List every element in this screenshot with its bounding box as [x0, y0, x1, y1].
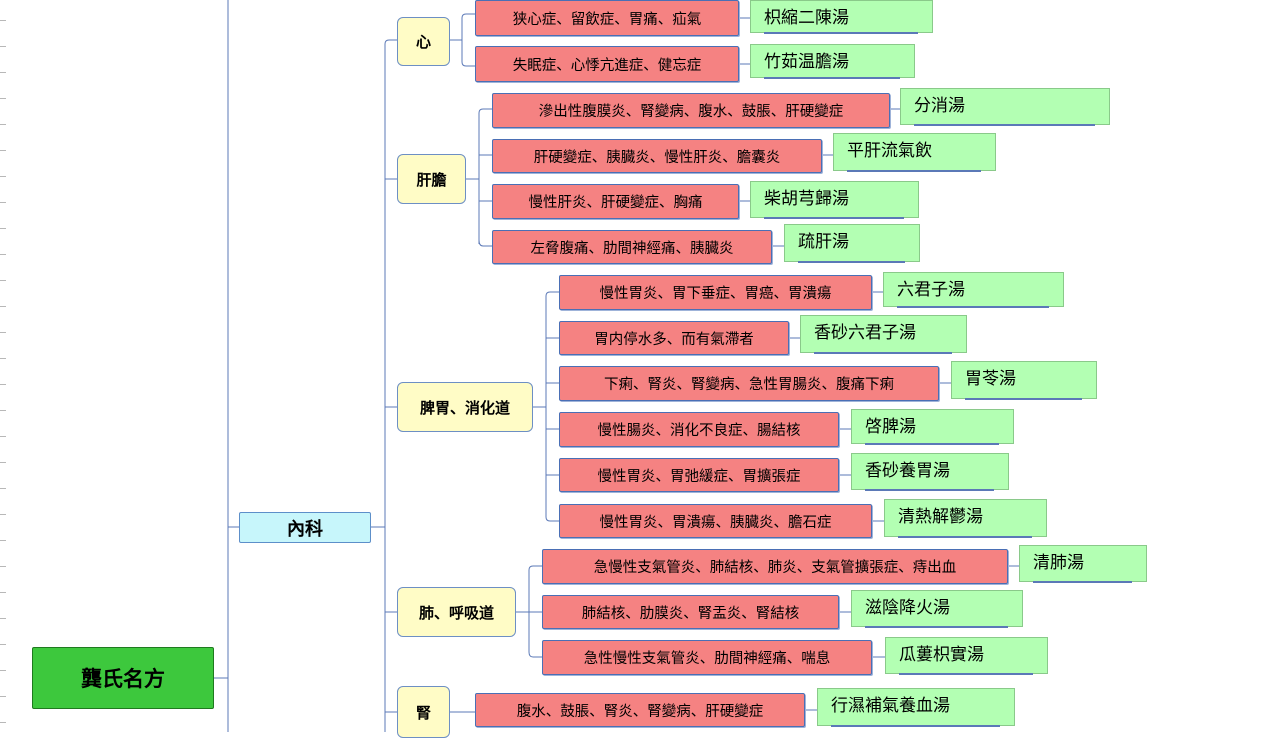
ruler-tick	[0, 462, 6, 463]
remedy-node[interactable]: 清肺湯	[1019, 545, 1147, 583]
remedy-node[interactable]: 滋陰降火湯	[851, 590, 1023, 628]
ruler-tick	[0, 696, 6, 697]
ruler-tick	[0, 124, 6, 125]
ruler-tick	[0, 592, 6, 593]
remedy-node[interactable]: 瓜蔞枳實湯	[885, 637, 1048, 675]
remedy-node[interactable]: 香砂養胃湯	[851, 453, 1009, 491]
ruler-tick	[0, 670, 6, 671]
symptom-node[interactable]: 慢性胃炎、胃弛緩症、胃擴張症	[559, 458, 839, 492]
ruler-tick	[0, 436, 6, 437]
remedy-node[interactable]: 枳縮二陳湯	[750, 0, 933, 34]
symptom-node[interactable]: 左脅腹痛、肋間神經痛、胰臓炎	[492, 230, 772, 264]
symptom-node[interactable]: 肺結核、肋膜炎、腎盂炎、腎結核	[542, 595, 839, 629]
symptom-node[interactable]: 急慢性支氣管炎、肺結核、肺炎、支氣管擴張症、痔出血	[542, 549, 1008, 584]
remedy-node[interactable]: 疏肝湯	[784, 224, 920, 263]
category-node-liver-gallbladder[interactable]: 肝膽	[397, 154, 466, 204]
remedy-node[interactable]: 行濕補氣養血湯	[817, 688, 1015, 727]
ruler-tick	[0, 722, 6, 723]
department-node[interactable]: 內科	[239, 512, 371, 543]
ruler-tick	[0, 280, 6, 281]
ruler-tick	[0, 176, 6, 177]
ruler-tick	[0, 358, 6, 359]
ruler-tick	[0, 488, 6, 489]
symptom-node[interactable]: 急性慢性支氣管炎、肋間神經痛、喘息	[542, 640, 872, 675]
ruler-tick	[0, 384, 6, 385]
ruler-tick	[0, 332, 6, 333]
category-node-kidney[interactable]: 腎	[397, 686, 450, 738]
remedy-node[interactable]: 分消湯	[900, 88, 1110, 126]
symptom-node[interactable]: 肝硬變症、胰臓炎、慢性肝炎、膽囊炎	[492, 139, 822, 173]
category-node-heart[interactable]: 心	[397, 17, 450, 66]
ruler-tick	[0, 202, 6, 203]
remedy-node[interactable]: 平肝流氣飲	[833, 133, 996, 172]
symptom-node[interactable]: 下痢、腎炎、腎變病、急性胃腸炎、腹痛下痢	[559, 366, 939, 401]
ruler-tick	[0, 306, 6, 307]
ruler-tick	[0, 254, 6, 255]
ruler-tick	[0, 566, 6, 567]
remedy-node[interactable]: 啓脾湯	[851, 409, 1014, 445]
ruler-tick	[0, 98, 6, 99]
ruler-tick	[0, 20, 6, 21]
ruler-tick	[0, 46, 6, 47]
remedy-node[interactable]: 竹茹温膽湯	[750, 44, 915, 79]
symptom-node[interactable]: 慢性胃炎、胃潰瘍、胰臓炎、膽石症	[559, 504, 872, 538]
symptom-node[interactable]: 腹水、鼓脹、腎炎、腎變病、肝硬變症	[475, 693, 805, 727]
symptom-node[interactable]: 狭心症、留飲症、胃痛、疝氣	[475, 0, 739, 36]
ruler-tick	[0, 644, 6, 645]
remedy-node[interactable]: 胃苓湯	[951, 361, 1097, 400]
symptom-node[interactable]: 失眠症、心悸亢進症、健忘症	[475, 46, 739, 82]
ruler-tick	[0, 228, 6, 229]
remedy-node[interactable]: 香砂六君子湯	[800, 315, 967, 354]
remedy-node[interactable]: 清熱解鬱湯	[884, 499, 1047, 538]
category-node-digestive[interactable]: 脾胃、消化道	[397, 382, 533, 432]
symptom-node[interactable]: 慢性胃炎、胃下垂症、胃癌、胃潰瘍	[559, 275, 872, 310]
remedy-node[interactable]: 六君子湯	[883, 272, 1064, 308]
left-ruler	[0, 0, 6, 732]
ruler-tick	[0, 618, 6, 619]
symptom-node[interactable]: 慢性腸炎、消化不良症、腸結核	[559, 412, 839, 447]
ruler-tick	[0, 72, 6, 73]
symptom-node[interactable]: 滲出性腹膜炎、腎變病、腹水、鼓脹、肝硬變症	[492, 93, 890, 128]
symptom-node[interactable]: 慢性肝炎、肝硬變症、胸痛	[492, 184, 739, 219]
ruler-tick	[0, 540, 6, 541]
ruler-tick	[0, 514, 6, 515]
category-node-respiratory[interactable]: 肺、呼吸道	[397, 587, 516, 637]
root-node[interactable]: 龔氏名方	[32, 647, 214, 709]
ruler-tick	[0, 410, 6, 411]
remedy-node[interactable]: 柴胡芎歸湯	[750, 181, 919, 219]
ruler-tick	[0, 150, 6, 151]
symptom-node[interactable]: 胃内停水多、而有氣滯者	[559, 321, 789, 355]
